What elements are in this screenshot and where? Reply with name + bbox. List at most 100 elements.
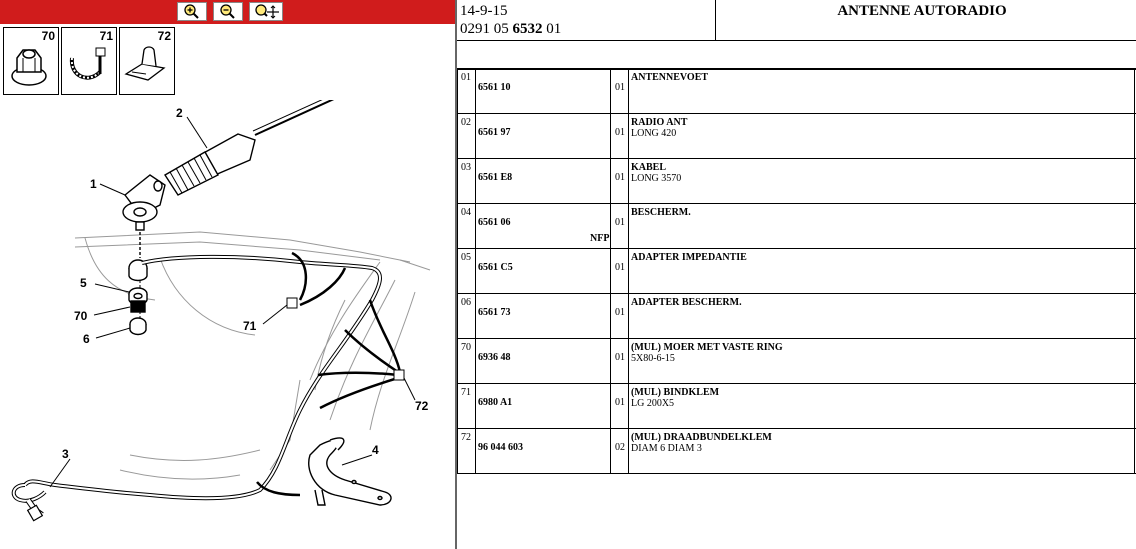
header-separator	[715, 0, 716, 40]
thumbnail-70[interactable]: 70	[3, 27, 59, 95]
callout-5: 5	[80, 276, 87, 290]
part-reference[interactable]: 6561 97	[478, 127, 511, 138]
part-reference[interactable]: 6936 48	[478, 352, 511, 363]
row-line	[1134, 339, 1135, 384]
antenna-base-part	[122, 174, 166, 258]
row-line	[628, 249, 629, 294]
row-line	[610, 429, 611, 474]
row-line	[1134, 294, 1135, 339]
row-index: 02	[461, 117, 471, 128]
zoom-out-button[interactable]	[213, 2, 243, 21]
part-reference[interactable]: 6561 C5	[478, 262, 513, 273]
part-quantity: 01	[615, 82, 625, 93]
part-reference[interactable]: 96 044 603	[478, 442, 523, 453]
row-line	[457, 384, 458, 429]
row-line	[610, 294, 611, 339]
callout-boxes	[286, 297, 405, 381]
callout-72: 72	[415, 399, 429, 413]
part-quantity: 01	[615, 262, 625, 273]
row-border	[457, 248, 1136, 249]
part-reference[interactable]: 6561 73	[478, 307, 511, 318]
description-line-2: 5X80-6-15	[631, 353, 675, 364]
row-line	[457, 114, 458, 159]
part-description: ANTENNEVOET	[631, 72, 708, 83]
row-line	[1134, 69, 1135, 114]
description-line-1: RADIO ANT	[631, 117, 688, 128]
part-reference[interactable]: 6561 10	[478, 82, 511, 93]
part-quantity: 01	[615, 352, 625, 363]
description-line-1: (MUL) BINDKLEM	[631, 387, 720, 398]
row-line	[457, 204, 458, 249]
row-index: 72	[461, 432, 471, 443]
row-index: 71	[461, 387, 471, 398]
row-border	[457, 473, 1136, 474]
part-quantity: 01	[615, 217, 625, 228]
row-line	[610, 249, 611, 294]
row-line	[457, 249, 458, 294]
row-line	[457, 69, 458, 114]
row-index: 06	[461, 297, 471, 308]
flange-nut-icon	[11, 49, 47, 86]
row-border	[457, 158, 1136, 159]
zoom-in-icon	[184, 4, 199, 19]
thumbnail-71[interactable]: 71	[61, 27, 117, 95]
part-quantity: 01	[615, 127, 625, 138]
row-line	[1134, 429, 1135, 474]
description-line-1: (MUL) MOER MET VASTE RING	[631, 342, 783, 353]
row-line	[475, 339, 476, 384]
thumbnail-number: 72	[157, 29, 171, 43]
nfp-flag: NFP	[590, 233, 610, 244]
row-line	[610, 114, 611, 159]
description-line-1: (MUL) DRAADBUNDELKLEM	[631, 432, 772, 443]
mount-parts	[128, 259, 148, 336]
row-line	[457, 339, 458, 384]
zoom-fit-button[interactable]	[249, 2, 283, 21]
row-line	[475, 204, 476, 249]
description-line-1: ANTENNEVOET	[631, 72, 709, 83]
row-index: 03	[461, 162, 471, 173]
part-reference[interactable]: 6980 A1	[478, 397, 513, 408]
row-line	[628, 204, 629, 249]
pane-divider[interactable]	[455, 0, 457, 549]
thumbnail-number: 71	[99, 29, 113, 43]
description-line-2: LONG 3570	[631, 173, 682, 184]
row-line	[457, 294, 458, 339]
description-line-1: KABEL	[631, 162, 667, 173]
row-line	[610, 69, 611, 114]
row-line	[475, 114, 476, 159]
row-line	[457, 159, 458, 204]
row-line	[475, 159, 476, 204]
row-border	[457, 203, 1136, 204]
diagram-pane: 70 71 72	[0, 0, 455, 549]
part-quantity: 01	[615, 397, 625, 408]
part-reference[interactable]: 6561 E8	[478, 172, 513, 183]
row-line	[475, 384, 476, 429]
cable-tie-icon	[69, 47, 106, 80]
callout-6: 6	[83, 332, 90, 346]
row-line	[628, 339, 629, 384]
row-line	[610, 339, 611, 384]
row-line	[475, 69, 476, 114]
description-line-1: BESCHERM.	[631, 207, 691, 218]
description-line-2: DIAM 6 DIAM 3	[631, 443, 702, 454]
part-reference[interactable]: 6561 06	[478, 217, 511, 228]
description-line-1: ADAPTER IMPEDANTIE	[631, 252, 747, 263]
thumbnail-72[interactable]: 72	[119, 27, 175, 95]
row-line	[610, 384, 611, 429]
header-divider	[457, 40, 1136, 41]
row-line	[628, 159, 629, 204]
zoom-in-button[interactable]	[177, 2, 207, 21]
row-index: 70	[461, 342, 471, 353]
accessory-thumbnails: 70 71 72	[3, 27, 175, 97]
